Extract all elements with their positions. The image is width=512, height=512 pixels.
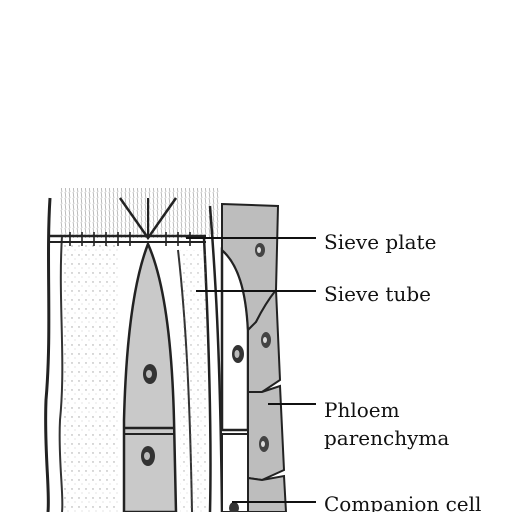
label-phloem-parenchyma: Phloem parenchyma [324,396,449,452]
leader-lines [186,237,316,503]
label-sieve-plate: Sieve plate [324,230,437,254]
label-phloem-parenchyma-line2: parenchyma [324,426,450,450]
left-sieve-tube [44,197,120,512]
central-cell [122,240,178,512]
right-sieve-tube [177,237,212,512]
phloem-parenchyma-cells [221,202,288,512]
label-phloem-parenchyma-line1: Phloem [324,398,400,422]
sieve-plate-region [48,188,220,246]
label-sieve-tube: Sieve tube [324,282,431,306]
label-companion-cell: Companion cell [324,492,482,512]
companion-cell-column [208,205,250,512]
